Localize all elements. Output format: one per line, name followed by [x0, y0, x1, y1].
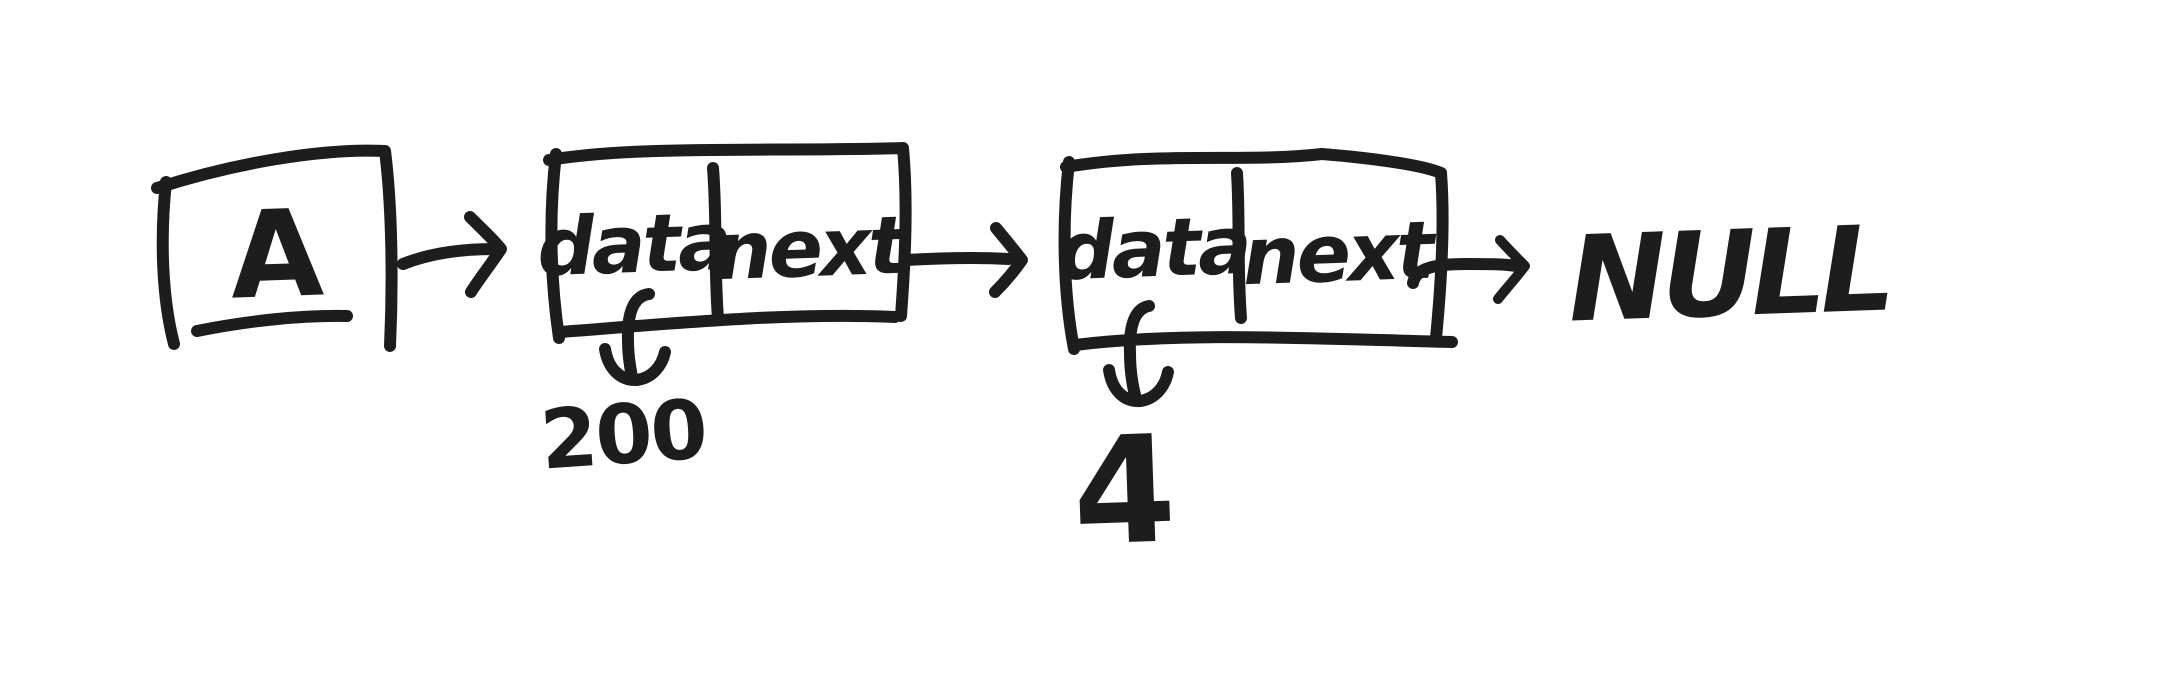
- head-box: A: [151, 144, 398, 352]
- node2-left-edge: [1058, 156, 1080, 355]
- down-arrow-shaft: [621, 288, 655, 383]
- head-box-underline: [191, 309, 353, 337]
- node2-box: data next: [1056, 148, 1458, 355]
- node1-divider: [707, 162, 724, 324]
- arrow-head-to-node1: [397, 211, 507, 298]
- node1-data-label: data: [536, 195, 731, 295]
- null-terminator-label: NULL: [1566, 199, 1892, 348]
- node2-data-label: data: [1056, 199, 1251, 299]
- head-label: A: [228, 184, 326, 326]
- node1-box: data next: [536, 142, 912, 344]
- arrow-head-icon: [1493, 235, 1530, 304]
- node1-value-arrow: [599, 288, 671, 386]
- down-arrow-head-icon: [599, 343, 671, 386]
- arrow-shaft: [900, 251, 1015, 266]
- head-box-left-edge: [156, 176, 180, 350]
- arrow-node2-to-null: [1407, 235, 1530, 304]
- arrow-shaft: [1407, 258, 1522, 289]
- down-arrow-head-icon: [1103, 364, 1174, 407]
- node2-right-edge: [1430, 167, 1449, 344]
- node2-next-label: next: [1241, 204, 1439, 304]
- node2-value: 4: [1070, 403, 1179, 578]
- node2-bottom-edge: [1069, 331, 1458, 351]
- node2-divider: [1231, 167, 1247, 324]
- node1-left-edge: [545, 148, 565, 344]
- arrow-head-icon: [989, 222, 1028, 298]
- node1-value: 200: [537, 382, 708, 488]
- arrow-head-icon: [464, 211, 507, 298]
- head-box-top-right-edge: [151, 144, 398, 352]
- node1-next-label: next: [713, 199, 911, 299]
- arrow-node1-to-node2: [900, 222, 1028, 298]
- node1-bottom-edge: [554, 309, 901, 338]
- node2-top-edge: [1060, 148, 1447, 179]
- arrow-shaft: [397, 243, 500, 270]
- node2-value-arrow: [1103, 300, 1174, 407]
- node1-top-right-edge: [543, 142, 912, 322]
- down-arrow-shaft: [1123, 300, 1155, 401]
